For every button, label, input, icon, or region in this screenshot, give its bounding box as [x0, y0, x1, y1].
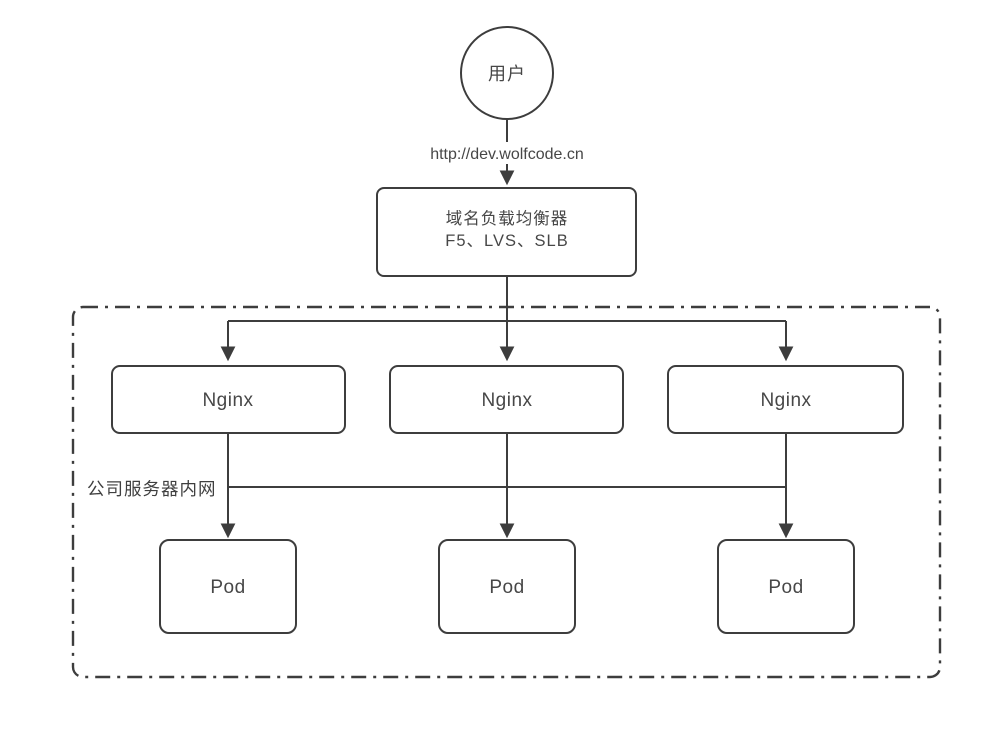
pod-label-3: Pod — [768, 577, 803, 598]
load-balancer-title: 域名负载均衡器 — [446, 209, 569, 228]
nginx-label-2: Nginx — [481, 390, 532, 411]
request-url-label: http://dev.wolfcode.cn — [430, 146, 584, 163]
pod-box-2 — [438, 539, 576, 634]
nginx-node-2: Nginx — [389, 365, 624, 434]
edges-nginx-to-pods — [220, 433, 794, 539]
pod-label-2: Pod — [489, 577, 524, 598]
user-node: 用户 — [460, 26, 554, 120]
pod-label-1: Pod — [210, 577, 245, 598]
nginx-label-3: Nginx — [760, 390, 811, 411]
load-balancer-node: 域名负载均衡器 F5、LVS、SLB — [376, 187, 637, 277]
nginx-node-3: Nginx — [667, 365, 904, 434]
pod-node-3: Pod — [717, 539, 855, 634]
nginx-node-1: Nginx — [111, 365, 346, 434]
pod-node-2: Pod — [438, 539, 576, 634]
intranet-zone-label: 公司服务器内网 — [87, 479, 217, 499]
request-url-backdrop — [414, 142, 600, 164]
user-label: 用户 — [488, 64, 526, 84]
pod-box-3 — [717, 539, 855, 634]
edge-user-to-load-balancer: http://dev.wolfcode.cn — [414, 119, 600, 186]
edges-lb-to-nginx — [220, 276, 794, 362]
pod-node-1: Pod — [159, 539, 297, 634]
nginx-label-1: Nginx — [202, 390, 253, 411]
pod-box-1 — [159, 539, 297, 634]
load-balancer-products: F5、LVS、SLB — [445, 232, 568, 250]
